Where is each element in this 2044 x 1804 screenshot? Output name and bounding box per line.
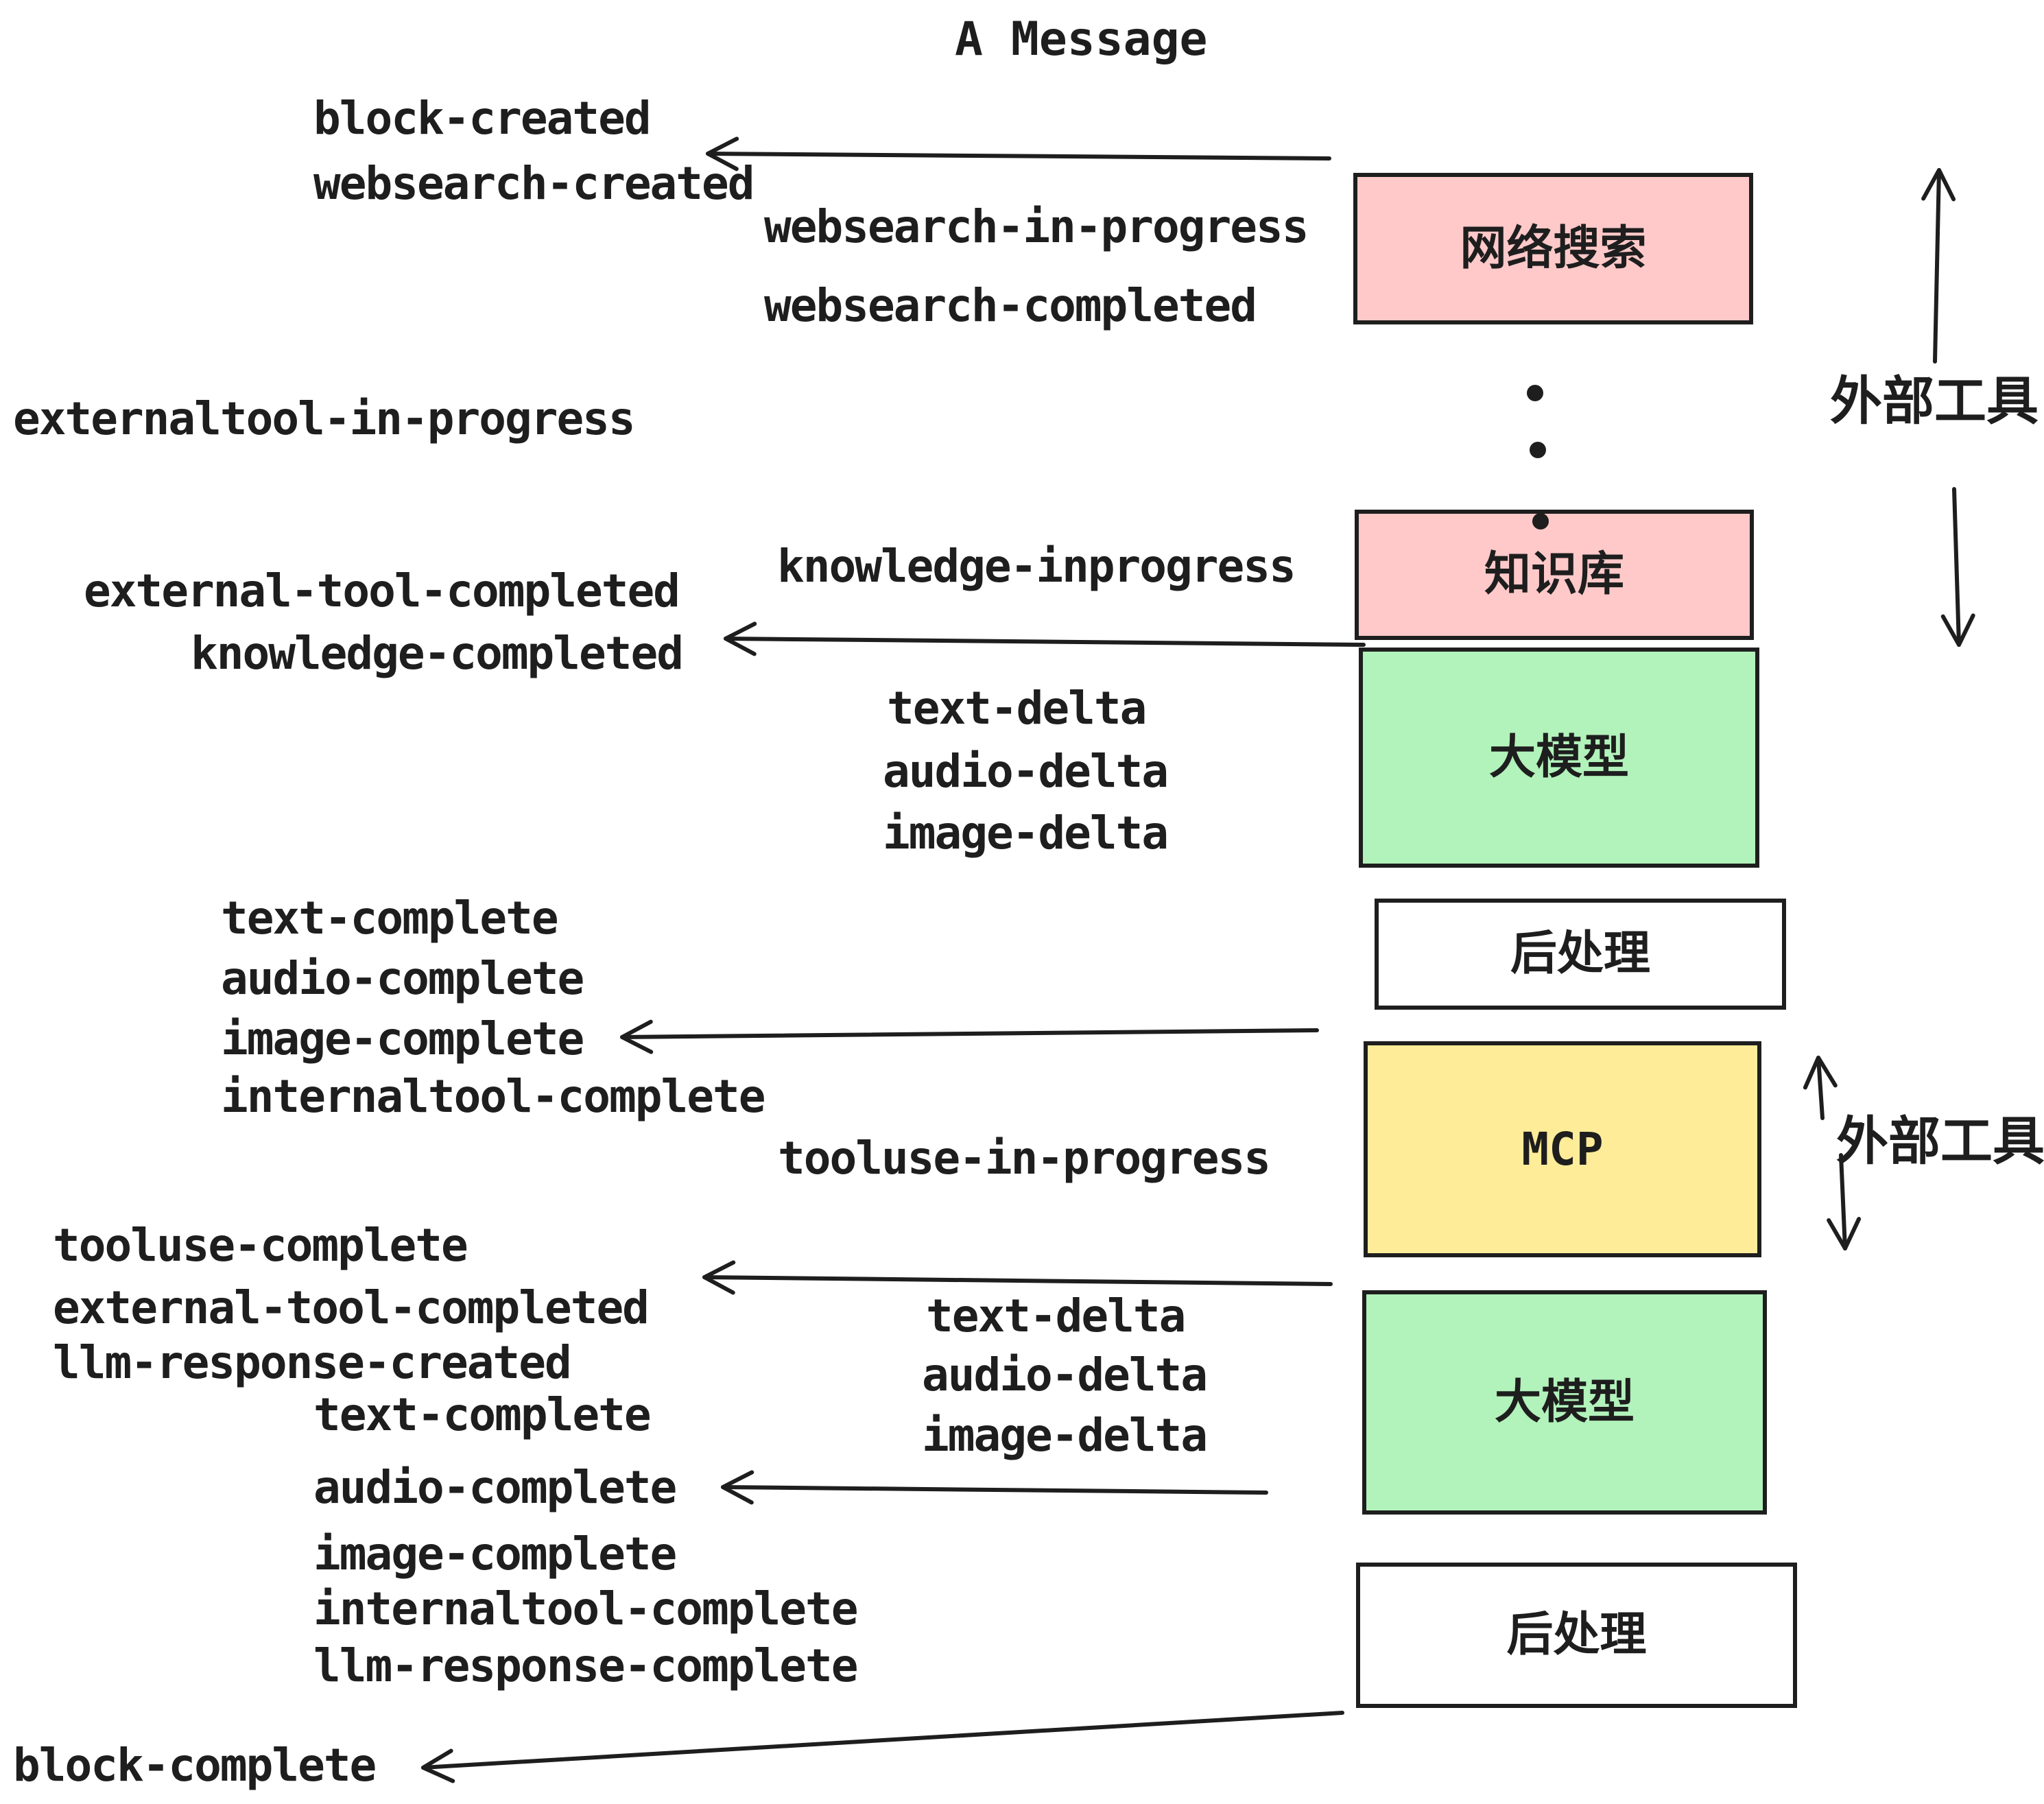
event-tooluse-complete: tooluse-complete — [53, 1219, 468, 1272]
event-knowledge-inprogress: knowledge-inprogress — [777, 540, 1296, 593]
external-tools-down-arrow-2 — [1827, 1153, 1862, 1250]
box-knowledge: 知识库 — [1355, 510, 1754, 640]
external-tools-label-1: 外部工具 — [1830, 370, 2039, 431]
external-tools-up-arrow-1 — [1921, 168, 1956, 364]
event-audio-delta-1: audio-delta — [883, 745, 1169, 798]
event-websearch-created: websearch-created — [313, 157, 755, 210]
arrow-to-block-created — [706, 137, 1331, 171]
arrow-to-image-complete-1 — [620, 1019, 1319, 1054]
arrow-to-tooluse-complete — [702, 1260, 1333, 1295]
event-audio-complete-2: audio-complete — [313, 1461, 677, 1514]
event-text-delta-1: text-delta — [887, 682, 1147, 735]
box-llm-2-label: 大模型 — [1494, 1375, 1635, 1429]
event-audio-delta-2: audio-delta — [922, 1349, 1208, 1401]
box-mcp-label: MCP — [1521, 1122, 1604, 1176]
box-mcp: MCP — [1364, 1041, 1761, 1257]
ellipsis-dots — [1527, 385, 1549, 530]
box-post-1-label: 后处理 — [1510, 927, 1650, 981]
event-externaltool-in-progress: externaltool-in-progress — [13, 392, 636, 445]
event-block-created: block-created — [313, 92, 652, 145]
event-websearch-completed: websearch-completed — [764, 279, 1257, 332]
box-post-2: 后处理 — [1356, 1563, 1797, 1708]
box-knowledge-label: 知识库 — [1484, 547, 1624, 602]
event-text-delta-2: text-delta — [926, 1290, 1186, 1342]
diagram-title: A Message — [955, 12, 1208, 67]
event-websearch-in-progress: websearch-in-progress — [764, 200, 1309, 253]
event-text-complete-2: text-complete — [313, 1388, 652, 1441]
event-external-tool-completed-1: external-tool-completed — [84, 565, 680, 617]
event-internaltool-complete-1: internaltool-complete — [221, 1070, 765, 1123]
event-llm-response-created: llm-response-created — [53, 1336, 572, 1389]
event-text-complete-1: text-complete — [221, 892, 559, 945]
event-external-tool-completed-2: external-tool-completed — [53, 1281, 650, 1334]
event-image-delta-1: image-delta — [883, 807, 1169, 859]
box-websearch-label: 网络搜索 — [1460, 221, 1647, 276]
box-post-1: 后处理 — [1375, 899, 1786, 1010]
box-llm-1-label: 大模型 — [1488, 730, 1629, 785]
event-image-delta-2: image-delta — [922, 1409, 1208, 1462]
event-image-complete-1: image-complete — [221, 1012, 584, 1065]
box-llm-2: 大模型 — [1362, 1290, 1767, 1515]
external-tools-down-arrow-1 — [1940, 487, 1975, 647]
arrow-to-knowledge-completed — [724, 621, 1366, 656]
arrow-to-block-complete — [421, 1711, 1344, 1783]
event-audio-complete-1: audio-complete — [221, 952, 584, 1005]
external-tools-up-arrow-2 — [1803, 1056, 1838, 1120]
box-post-2-label: 后处理 — [1506, 1608, 1647, 1662]
event-llm-response-complete: llm-response-complete — [313, 1639, 858, 1692]
event-knowledge-completed: knowledge-completed — [191, 627, 684, 680]
event-block-complete: block-complete — [13, 1739, 377, 1792]
event-internaltool-complete-2: internaltool-complete — [313, 1582, 858, 1635]
external-tools-label-2: 外部工具 — [1836, 1111, 2044, 1172]
box-llm-1: 大模型 — [1359, 648, 1759, 868]
box-websearch: 网络搜索 — [1353, 173, 1753, 324]
arrow-to-audio-complete-2 — [721, 1470, 1268, 1505]
event-tooluse-in-progress: tooluse-in-progress — [778, 1132, 1271, 1185]
event-image-complete-2: image-complete — [313, 1528, 677, 1580]
